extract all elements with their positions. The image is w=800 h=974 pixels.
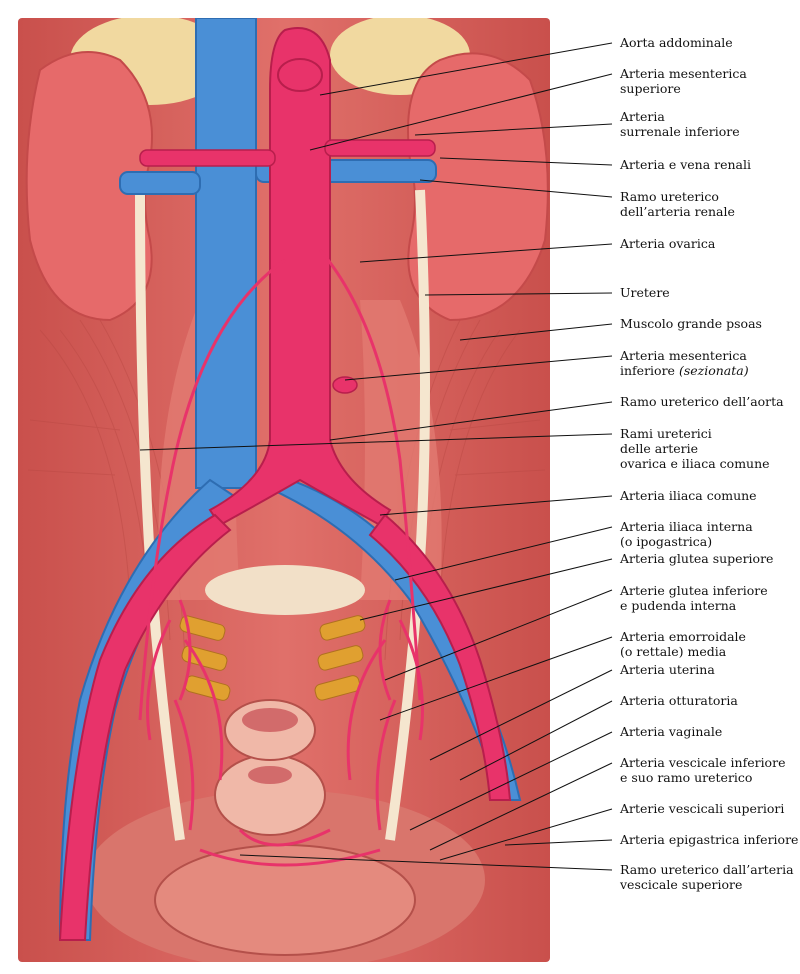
uterus-lumen xyxy=(248,766,292,784)
leader-iliaca-comune xyxy=(379,495,613,516)
leader-aorta-addominale xyxy=(319,42,613,96)
label-line: Arteria otturatoria xyxy=(620,693,738,708)
inferior-mesenteric-stump xyxy=(332,376,358,394)
leader-ovarica xyxy=(359,243,613,263)
leader-mesenterica-superiore xyxy=(309,73,613,151)
renal-vein-left xyxy=(119,171,201,195)
label-line: e pudenda interna xyxy=(620,598,737,613)
sacral-promontory xyxy=(205,565,365,615)
leader-ramo-aorta xyxy=(329,401,613,441)
ovarian-artery-right xyxy=(318,249,422,701)
label-ramo-ureterico-aorta: Ramo ureterico dell’aorta xyxy=(620,394,784,409)
ovarian-artery-left xyxy=(138,258,286,721)
label-line: Arteria uterina xyxy=(620,662,715,677)
label-line: Uretere xyxy=(620,285,670,300)
label-line: Arteria e vena renali xyxy=(620,157,751,172)
label-line: Arteria emorroidale xyxy=(620,629,746,644)
label-line: Ramo ureterico dall’arteria xyxy=(620,862,794,877)
label-aorta-addominale: Aorta addominale xyxy=(620,35,733,50)
label-line: Arteria iliaca interna xyxy=(620,519,753,534)
label-line: delle arterie xyxy=(620,441,698,456)
common-iliac-artery-right xyxy=(368,513,512,801)
label-arteria-mesenterica-superiore: Arteria mesenterica superiore xyxy=(620,66,747,96)
label-arteria-vaginale: Arteria vaginale xyxy=(620,724,722,739)
label-line: Aorta addominale xyxy=(620,35,733,50)
leader-otturatoria xyxy=(459,700,613,781)
label-muscolo-psoas: Muscolo grande psoas xyxy=(620,316,762,331)
label-line: Arteria vaginale xyxy=(620,724,723,739)
label-line: Arteria epigastrica inferiore xyxy=(620,832,799,847)
label-arteria-mesenterica-inferiore: Arteria mesenterica inferiore (sezionata… xyxy=(620,348,749,378)
label-line: dell’arteria renale xyxy=(620,204,735,219)
leader-uterina xyxy=(429,669,613,761)
inferior-vena-cava xyxy=(195,18,257,489)
renal-artery-left xyxy=(139,149,276,167)
label-line: superiore xyxy=(620,81,681,96)
leader-uretere xyxy=(424,292,613,296)
label-line: Arteria ovarica xyxy=(620,236,716,251)
label-line: Arteria xyxy=(620,109,665,124)
leader-vaginale xyxy=(409,731,613,831)
label-arteria-vena-renali: Arteria e vena renali xyxy=(620,157,751,172)
label-line: Arteria vescicale inferiore xyxy=(620,755,786,770)
label-ramo-ureterico-renale: Ramo ureterico dell’arteria renale xyxy=(620,189,735,219)
label-arterie-glutea-inferiore: Arterie glutea inferiore e pudenda inter… xyxy=(620,583,768,613)
label-uretere: Uretere xyxy=(620,285,670,300)
label-arteria-vescicale-inferiore: Arteria vescicale inferiore e suo ramo u… xyxy=(620,755,785,785)
label-line: Rami ureterici xyxy=(620,426,712,441)
rectum-lumen xyxy=(242,708,298,732)
internal-iliac-branches xyxy=(146,599,424,867)
kidney-left xyxy=(25,51,153,322)
label-line: (o ipogastrica) xyxy=(620,534,713,549)
label-line: Arterie vescicali superiori xyxy=(620,801,785,816)
leader-surrenale-inferiore xyxy=(414,123,613,136)
leader-lines xyxy=(139,42,613,871)
leader-renali xyxy=(439,157,613,166)
leader-ramo-vescicale xyxy=(239,854,613,871)
label-arteria-uterina: Arteria uterina xyxy=(620,662,715,677)
label-line: surrenale inferiore xyxy=(620,124,740,139)
label-line: e suo ramo ureterico xyxy=(620,770,753,785)
label-arterie-vescicali-superiori: Arterie vescicali superiori xyxy=(620,801,784,816)
label-line: Muscolo grande psoas xyxy=(620,316,762,331)
leader-vescicale-inferiore xyxy=(429,762,613,851)
label-line: Ramo ureterico dell’aorta xyxy=(620,394,784,409)
label-line: vescicale superiore xyxy=(620,877,743,892)
label-line: Arteria glutea superiore xyxy=(620,551,774,566)
leader-rami-ovarica xyxy=(139,433,613,451)
label-line: (o rettale) media xyxy=(620,644,727,659)
label-line: ovarica e iliaca comune xyxy=(620,456,770,471)
label-line: Ramo ureterico xyxy=(620,189,719,204)
label-line: Arteria iliaca comune xyxy=(620,488,757,503)
label-rami-ureterici: Rami ureterici delle arterie ovarica e i… xyxy=(620,426,770,471)
label-arteria-glutea-superiore: Arteria glutea superiore xyxy=(620,551,773,566)
label-arteria-iliaca-interna: Arteria iliaca interna (o ipogastrica) xyxy=(620,519,753,549)
label-arteria-ovarica: Arteria ovarica xyxy=(620,236,715,251)
label-line: inferiore (sezionata) xyxy=(620,363,749,378)
label-line: Arterie glutea inferiore xyxy=(620,583,768,598)
label-suffix: (sezionata) xyxy=(678,363,749,378)
label-arteria-iliaca-comune: Arteria iliaca comune xyxy=(620,488,757,503)
leader-iliaca-interna xyxy=(394,526,613,581)
label-text: inferiore xyxy=(620,363,675,378)
leader-ramo-renale xyxy=(419,179,613,198)
leader-glutea-superiore xyxy=(359,558,613,621)
leader-emorroidale xyxy=(379,636,613,721)
renal-artery-right xyxy=(324,139,436,157)
label-arteria-emorroidale: Arteria emorroidale (o rettale) media xyxy=(620,629,746,659)
label-line: Arteria mesenterica xyxy=(620,66,747,81)
leader-epigastrica xyxy=(504,839,613,846)
leader-mesenterica-inferiore xyxy=(344,355,613,381)
label-line: Arteria mesenterica xyxy=(620,348,747,363)
label-ramo-ureterico-vescicale: Ramo ureterico dall’arteria vescicale su… xyxy=(620,862,794,892)
leader-vescicali-superiori xyxy=(439,808,613,861)
label-arteria-epigastrica-inferiore: Arteria epigastrica inferiore xyxy=(620,832,798,847)
leader-glutea-inferiore xyxy=(384,589,613,681)
superior-mesenteric-stump xyxy=(277,58,323,92)
label-arteria-surrenale-inferiore: Arteria surrenale inferiore xyxy=(620,109,740,139)
leader-psoas xyxy=(459,323,613,341)
label-arteria-otturatoria: Arteria otturatoria xyxy=(620,693,738,708)
